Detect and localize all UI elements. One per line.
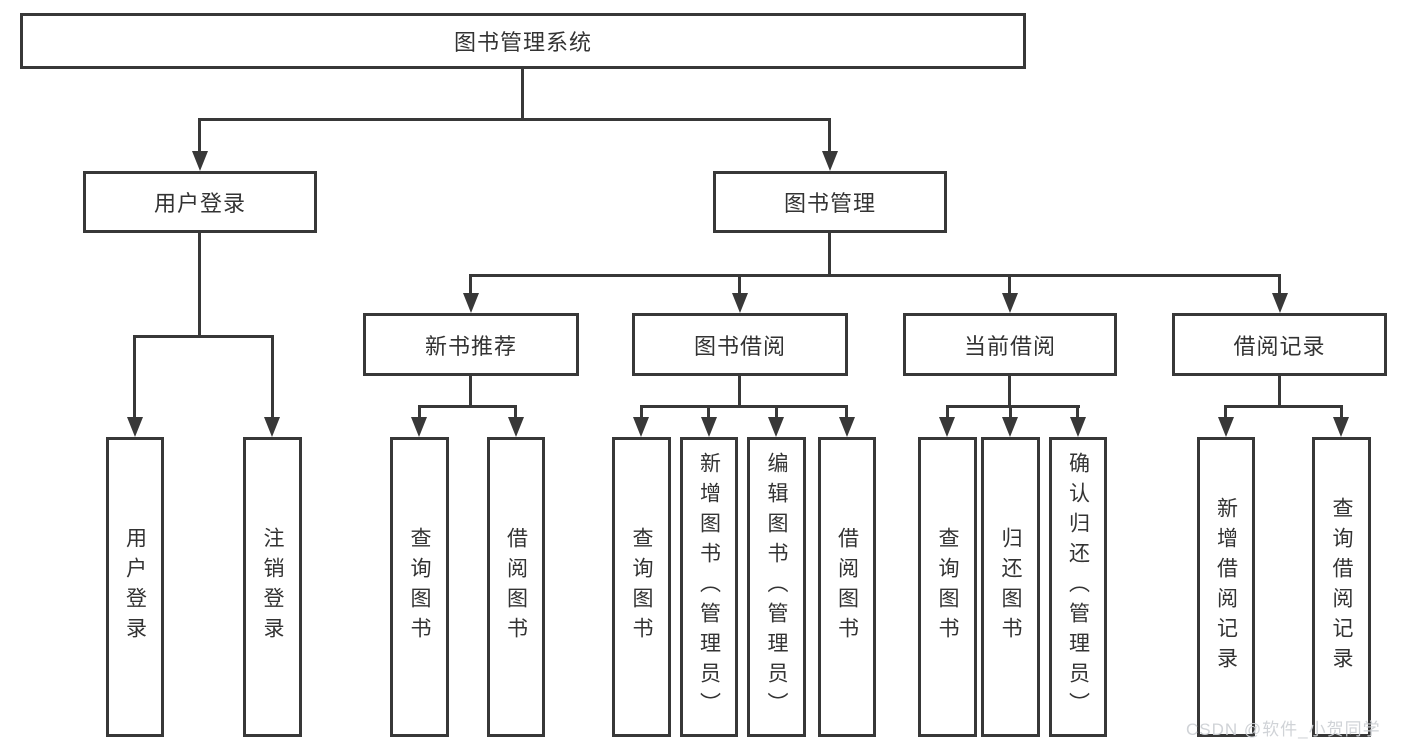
- connector-line: [198, 233, 201, 336]
- connector-line: [775, 405, 778, 419]
- connector-line: [640, 405, 848, 408]
- leaf-query-books-current: 查询图书: [918, 437, 977, 737]
- arrowhead-down-icon: [411, 417, 427, 437]
- node-current-borrowing: 当前借阅: [903, 313, 1117, 376]
- node-label: 图书借阅: [693, 333, 786, 359]
- connector-line: [1278, 376, 1281, 406]
- connector-line: [1008, 274, 1011, 296]
- connector-line: [521, 69, 524, 118]
- node-new-book-recommend: 新书推荐: [363, 313, 579, 376]
- arrowhead-down-icon: [822, 151, 838, 171]
- leaf-add-books-admin: 新增图书（管理员）: [680, 437, 738, 737]
- csdn-watermark: CSDN @软件_小贺同学: [1186, 720, 1381, 739]
- node-label: 确认归还（管理员）: [1066, 452, 1090, 722]
- connector-line: [946, 405, 1080, 408]
- connector-line: [514, 405, 517, 419]
- connector-line: [828, 233, 831, 275]
- connector-line: [418, 405, 421, 419]
- arrowhead-down-icon: [732, 293, 748, 313]
- node-label: 查询图书: [936, 527, 959, 647]
- connector-line: [198, 118, 201, 153]
- node-label: 借阅记录: [1233, 333, 1326, 359]
- node-library-system: 图书管理系统: [20, 13, 1026, 69]
- arrowhead-down-icon: [633, 417, 649, 437]
- connector-line: [707, 405, 710, 419]
- arrowhead-down-icon: [1272, 293, 1288, 313]
- node-book-borrowing: 图书借阅: [632, 313, 848, 376]
- node-user-login: 用户登录: [83, 171, 317, 233]
- node-label: 查询图书: [630, 527, 653, 647]
- node-label: 借阅图书: [504, 527, 528, 647]
- connector-line: [133, 335, 274, 338]
- leaf-edit-books-admin: 编辑图书（管理员）: [747, 437, 806, 737]
- connector-line: [828, 118, 831, 153]
- node-label: 新书推荐: [424, 333, 517, 359]
- leaf-logout: 注销登录: [243, 437, 302, 737]
- node-label: 当前借阅: [963, 333, 1056, 359]
- leaf-add-borrow-record: 新增借阅记录: [1197, 437, 1255, 737]
- arrowhead-down-icon: [768, 417, 784, 437]
- node-label: 用户登录: [123, 527, 147, 647]
- leaf-borrow-books-recommend: 借阅图书: [487, 437, 545, 737]
- leaf-return-books: 归还图书: [981, 437, 1040, 737]
- node-label: 图书管理系统: [453, 30, 592, 55]
- arrowhead-down-icon: [264, 417, 280, 437]
- connector-line: [738, 274, 741, 296]
- connector-line: [1008, 376, 1011, 406]
- connector-line: [133, 335, 136, 417]
- leaf-borrow-books: 借阅图书: [818, 437, 876, 737]
- connector-line: [946, 405, 949, 419]
- arrowhead-down-icon: [1218, 417, 1234, 437]
- connector-line: [469, 376, 472, 406]
- node-label: 图书管理: [783, 191, 876, 216]
- connector-line: [271, 335, 274, 417]
- arrowhead-down-icon: [192, 151, 208, 171]
- connector-line: [738, 376, 741, 406]
- node-label: 新增图书（管理员）: [697, 452, 721, 722]
- node-label: 查询借阅记录: [1330, 497, 1353, 677]
- connector-line: [418, 405, 517, 408]
- connector-line: [1009, 405, 1012, 419]
- node-label: 注销登录: [261, 527, 284, 647]
- leaf-query-books-borrowing: 查询图书: [612, 437, 671, 737]
- arrowhead-down-icon: [1002, 417, 1018, 437]
- arrowhead-down-icon: [127, 417, 143, 437]
- connector-line: [1224, 405, 1227, 419]
- connector-line: [469, 274, 1281, 277]
- node-label: 用户登录: [153, 191, 246, 216]
- node-label: 借阅图书: [835, 527, 859, 647]
- connector-line: [845, 405, 848, 419]
- arrowhead-down-icon: [939, 417, 955, 437]
- node-label: 查询图书: [408, 527, 431, 647]
- leaf-query-books-recommend: 查询图书: [390, 437, 449, 737]
- arrowhead-down-icon: [1333, 417, 1349, 437]
- connector-line: [1340, 405, 1343, 419]
- arrowhead-down-icon: [1070, 417, 1086, 437]
- node-label: 归还图书: [999, 527, 1022, 647]
- connector-line: [640, 405, 643, 419]
- leaf-query-borrow-record: 查询借阅记录: [1312, 437, 1371, 737]
- connector-line: [198, 118, 831, 121]
- connector-line: [469, 274, 472, 296]
- connector-line: [1278, 274, 1281, 296]
- connector-line: [1076, 405, 1079, 419]
- arrowhead-down-icon: [839, 417, 855, 437]
- arrowhead-down-icon: [701, 417, 717, 437]
- arrowhead-down-icon: [1002, 293, 1018, 313]
- node-borrowing-records: 借阅记录: [1172, 313, 1387, 376]
- node-label: 编辑图书（管理员）: [765, 452, 788, 722]
- arrowhead-down-icon: [463, 293, 479, 313]
- node-label: 新增借阅记录: [1214, 497, 1238, 677]
- connector-line: [1224, 405, 1343, 408]
- leaf-confirm-return-admin: 确认归还（管理员）: [1049, 437, 1107, 737]
- leaf-user-login: 用户登录: [106, 437, 164, 737]
- node-book-management: 图书管理: [713, 171, 947, 233]
- arrowhead-down-icon: [508, 417, 524, 437]
